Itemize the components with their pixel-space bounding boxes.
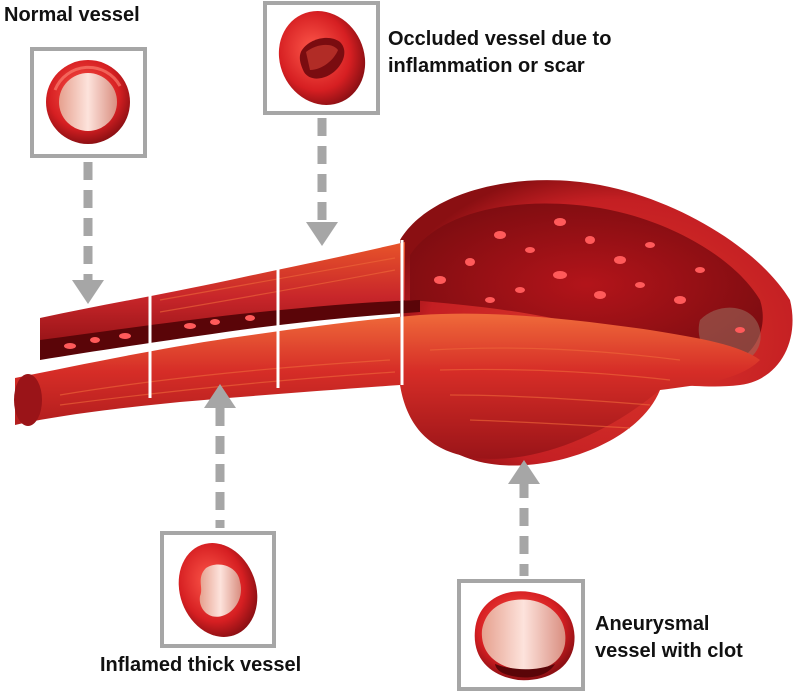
normal-vessel-lumen bbox=[59, 73, 117, 131]
tube-lumen bbox=[40, 300, 420, 360]
wall-texture bbox=[59, 257, 681, 429]
label-occluded-line2: inflammation or scar bbox=[388, 55, 585, 77]
blood-cells bbox=[64, 218, 745, 349]
inset-aneurysm bbox=[457, 579, 585, 691]
label-aneurysmal-vessel: Aneurysmal vessel with clot bbox=[595, 611, 743, 665]
arrow-inflamed-head bbox=[204, 384, 236, 408]
label-occluded-line1: Occluded vessel due to bbox=[388, 28, 612, 50]
arrow-normal-head bbox=[72, 280, 104, 304]
aneurysm-clot bbox=[495, 664, 555, 678]
inset-normal bbox=[30, 47, 147, 158]
label-aneurysm-line2: vessel with clot bbox=[595, 640, 743, 662]
label-inflamed-vessel: Inflamed thick vessel bbox=[100, 654, 302, 676]
label-aneurysm-line1: Aneurysmal bbox=[595, 613, 710, 635]
arrow-occluded-head bbox=[306, 222, 338, 246]
aneurysm-vessel-lumen bbox=[481, 599, 566, 671]
tube-upper-wall bbox=[40, 242, 405, 352]
inflamed-vessel-lumen bbox=[199, 564, 242, 617]
tube-opening bbox=[14, 374, 42, 426]
section-dividers bbox=[148, 240, 404, 398]
label-occluded-vessel: Occluded vessel due to inflammation or s… bbox=[388, 26, 611, 80]
aneurysm-cavity bbox=[410, 203, 763, 366]
inset-occluded bbox=[263, 1, 380, 115]
label-normal-vessel: Normal vessel bbox=[4, 4, 140, 26]
arrow-aneurysm-head bbox=[508, 460, 540, 484]
inset-inflamed bbox=[160, 531, 276, 648]
vessel-illustration bbox=[14, 180, 793, 466]
